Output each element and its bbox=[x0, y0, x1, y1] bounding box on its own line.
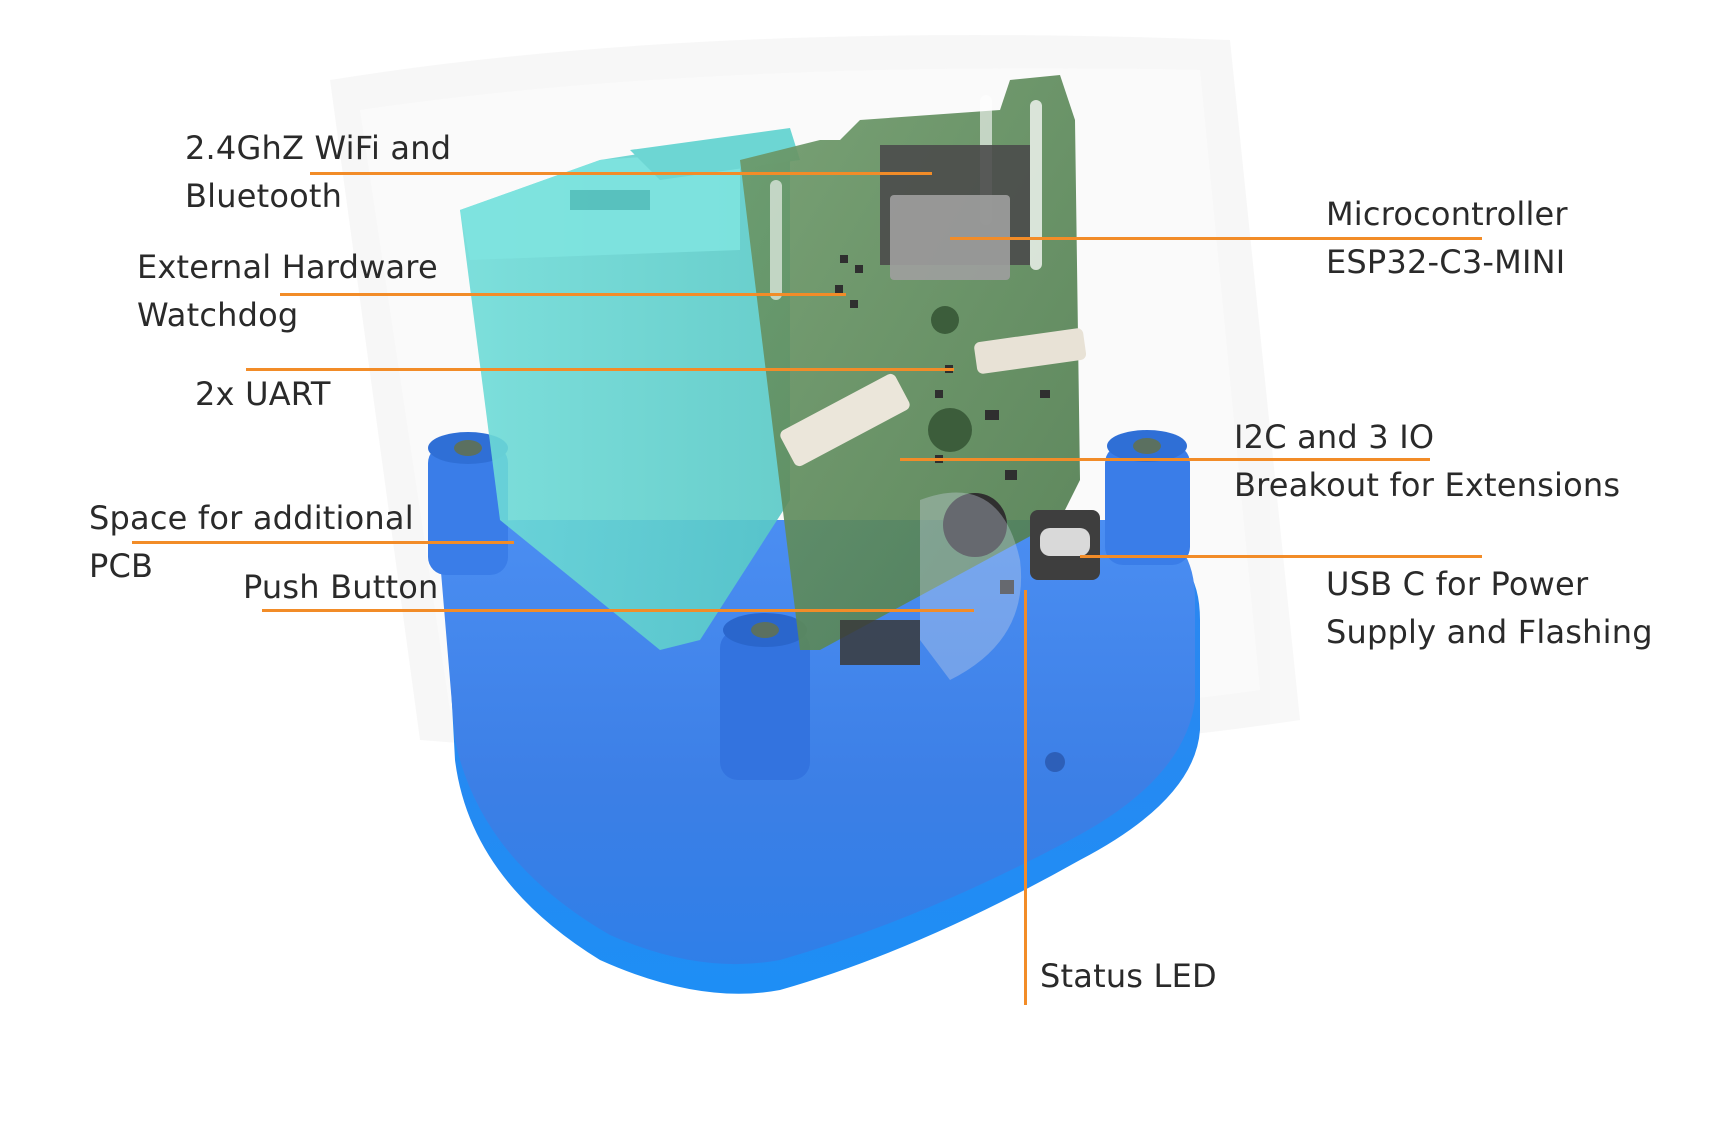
callout-i2c-line2: Breakout for Extensions bbox=[1234, 466, 1621, 504]
callout-led: Status LED bbox=[1040, 952, 1217, 1000]
leader-uart bbox=[246, 368, 954, 371]
callout-usb-line1: USB C for Power bbox=[1326, 565, 1589, 603]
callout-led-line1: Status LED bbox=[1040, 957, 1217, 995]
callout-pcb-space-line1: Space for additional bbox=[89, 499, 414, 537]
callout-wifi: 2.4GhZ WiFi and Bluetooth bbox=[185, 124, 451, 220]
callout-watchdog-line1: External Hardware bbox=[137, 248, 438, 286]
callout-wifi-line2: Bluetooth bbox=[185, 177, 343, 215]
leader-led bbox=[1024, 590, 1027, 1005]
light-pipe bbox=[920, 492, 1022, 680]
callout-i2c-line1: I2C and 3 IO bbox=[1234, 418, 1435, 456]
callout-mcu-line2: ESP32-C3-MINI bbox=[1326, 243, 1566, 281]
callout-wifi-line1: 2.4GhZ WiFi and bbox=[185, 129, 452, 167]
callout-mcu: Microcontroller ESP32-C3-MINI bbox=[1326, 190, 1568, 286]
callout-pcb-space: Space for additional PCB bbox=[89, 494, 414, 590]
callout-pcb-space-line2: PCB bbox=[89, 547, 154, 585]
callout-watchdog: External Hardware Watchdog bbox=[137, 243, 438, 339]
leader-wifi bbox=[310, 172, 932, 175]
callout-push-button: Push Button bbox=[243, 563, 439, 611]
callout-watchdog-line2: Watchdog bbox=[137, 296, 299, 334]
callout-usb: USB C for Power Supply and Flashing bbox=[1326, 560, 1653, 656]
callout-uart: 2x UART bbox=[195, 370, 331, 418]
leader-mcu bbox=[950, 237, 1482, 240]
teal-module bbox=[460, 128, 800, 650]
callout-uart-line1: 2x UART bbox=[195, 375, 331, 413]
leader-i2c bbox=[900, 458, 1430, 461]
callout-mcu-line1: Microcontroller bbox=[1326, 195, 1568, 233]
callout-i2c: I2C and 3 IO Breakout for Extensions bbox=[1234, 413, 1620, 509]
leader-watchdog bbox=[280, 293, 846, 296]
enclosure-base bbox=[428, 430, 1200, 994]
callout-usb-line2: Supply and Flashing bbox=[1326, 613, 1653, 651]
callout-push-button-line1: Push Button bbox=[243, 568, 439, 606]
leader-push-button bbox=[262, 609, 974, 612]
leader-pcb-space bbox=[132, 541, 514, 544]
leader-usb bbox=[1080, 555, 1482, 558]
